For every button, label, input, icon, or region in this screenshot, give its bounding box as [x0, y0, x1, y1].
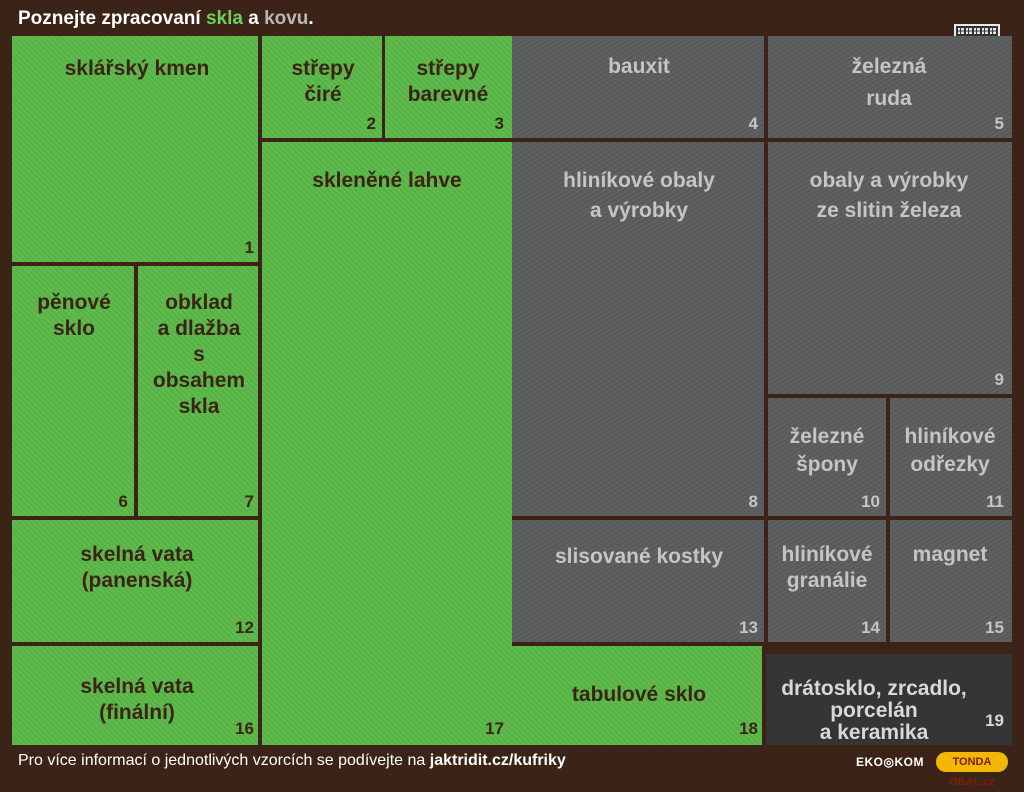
cell-label: pěnové	[37, 291, 111, 314]
cell-8[interactable]: hliníkové obaly a výrobky 8	[512, 140, 766, 518]
cell-label: odřezky	[910, 453, 990, 476]
cell-label: ruda	[866, 87, 912, 110]
divider	[12, 516, 258, 520]
cell-19[interactable]: drátosklo, zrcadlo, porcelán a keramika …	[766, 654, 1012, 745]
cell-number: 4	[748, 114, 758, 133]
cell-13[interactable]: slisované kostky 13	[512, 518, 766, 644]
cell-number: 8	[748, 492, 758, 511]
footer-text: Pro více informací o jednotlivých vzorcí…	[18, 752, 430, 769]
cell-number: 2	[366, 114, 376, 133]
cell-12[interactable]: skelná vata (panenská) 12	[12, 518, 262, 644]
cell-label: špony	[796, 453, 858, 476]
divider	[134, 264, 138, 518]
cell-number: 5	[994, 114, 1004, 133]
cell-number: 11	[986, 492, 1004, 511]
divider	[258, 36, 262, 745]
cell-label: hliníkové obaly	[563, 169, 715, 192]
cell-15[interactable]: magnet 15	[888, 518, 1012, 644]
cell-label: skelná vata	[80, 543, 194, 566]
divider	[762, 646, 766, 745]
cell-label: železná	[851, 55, 927, 78]
cell-18[interactable]: tabulové sklo 18	[512, 644, 766, 745]
sample-board: sklářský kmen 1 pěnové sklo 6 obklad a d…	[12, 36, 1012, 745]
page-title: Poznejte zpracovaní skla a kovu.	[18, 8, 314, 30]
divider	[764, 36, 768, 644]
cell-label: střepy	[416, 57, 480, 80]
cell-5[interactable]: železná ruda 5	[766, 36, 1012, 140]
cell-number: 18	[739, 719, 758, 738]
cell-label: (finální)	[99, 701, 175, 724]
title-glass: skla	[205, 8, 243, 29]
cell-label: skleněné lahve	[312, 169, 462, 192]
ekokom-logo: EKO◎KOM	[856, 755, 924, 769]
cell-7[interactable]: obklad a dlažba s obsahem skla 7	[136, 264, 262, 518]
cell-1[interactable]: sklářský kmen 1	[12, 36, 262, 264]
cell-label: granálie	[786, 569, 868, 592]
cell-number: 13	[739, 618, 758, 637]
cell-label: obsahem	[152, 369, 246, 392]
cell-4[interactable]: bauxit 4	[512, 36, 766, 140]
cell-label: hliníkové	[781, 543, 873, 566]
cell-14[interactable]: hliníkové granálie 14	[766, 518, 888, 644]
cell-label: a dlažba	[157, 317, 241, 340]
cell-label: a keramika	[819, 721, 929, 744]
cell-number: 9	[994, 370, 1004, 389]
cell-6[interactable]: pěnové sklo 6	[12, 264, 136, 518]
cell-label: sklářský kmen	[64, 57, 210, 80]
cell-10[interactable]: železné špony 10	[766, 396, 888, 518]
cell-3[interactable]: střepy barevné 3	[384, 36, 512, 140]
cell-label: magnet	[912, 543, 988, 566]
cell-label: sklo	[52, 317, 96, 340]
cell-label: s	[193, 343, 205, 366]
cell-2[interactable]: střepy čiré 2	[262, 36, 384, 140]
divider	[512, 138, 1012, 142]
cell-label: hliníkové	[904, 425, 996, 448]
cell-label: skelná vata	[80, 675, 194, 698]
divider	[12, 642, 258, 646]
cell-number: 10	[861, 492, 880, 511]
cell-number: 12	[235, 618, 254, 637]
title-text: Poznejte zpracovaní	[18, 8, 206, 29]
cell-number: 7	[244, 492, 254, 511]
cell-number: 19	[985, 711, 1004, 730]
cell-label: slisované kostky	[554, 545, 724, 568]
divider	[382, 36, 385, 138]
divider	[768, 394, 1012, 398]
title-metal: kovu	[264, 8, 309, 29]
cell-label: bauxit	[608, 55, 670, 78]
divider	[886, 396, 890, 644]
title-text-and: a	[242, 8, 265, 29]
cell-17[interactable]: skleněné lahve 17	[262, 140, 512, 745]
tonda-obal-logo: TONDA OBAL.cz	[936, 752, 1008, 788]
cell-number: 16	[235, 719, 254, 738]
footer-note: Pro více informací o jednotlivých vzorcí…	[18, 752, 566, 770]
cell-11[interactable]: hliníkové odřezky 11	[888, 396, 1012, 518]
cell-number: 3	[494, 114, 504, 133]
cell-label: obklad	[165, 291, 233, 314]
cell-label: (panenská)	[81, 569, 193, 592]
footer-link[interactable]: jaktridit.cz/kufriky	[429, 752, 566, 769]
cell-label: tabulové sklo	[571, 683, 707, 706]
cell-label: železné	[789, 425, 865, 448]
cell-number: 6	[118, 492, 128, 511]
cell-label: střepy	[291, 57, 355, 80]
divider	[512, 642, 1012, 646]
cell-label: porcelán	[830, 699, 918, 722]
cell-number: 14	[861, 618, 880, 637]
cell-number: 17	[485, 719, 504, 738]
cell-9[interactable]: obaly a výrobky ze slitin železa 9	[766, 140, 1012, 396]
divider	[512, 516, 1012, 520]
cell-label: barevné	[407, 83, 489, 106]
cell-number: 15	[985, 618, 1004, 637]
cell-label: ze slitin železa	[816, 199, 962, 222]
cell-label: a výrobky	[589, 199, 689, 222]
cell-label: drátosklo, zrcadlo,	[781, 677, 967, 700]
cell-number: 1	[244, 238, 254, 257]
cell-label: čiré	[304, 83, 342, 106]
cell-16[interactable]: skelná vata (finální) 16	[12, 644, 262, 745]
title-dot: .	[308, 8, 314, 29]
cell-label: obaly a výrobky	[809, 169, 969, 192]
cell-label: skla	[178, 395, 220, 418]
divider	[262, 138, 512, 142]
